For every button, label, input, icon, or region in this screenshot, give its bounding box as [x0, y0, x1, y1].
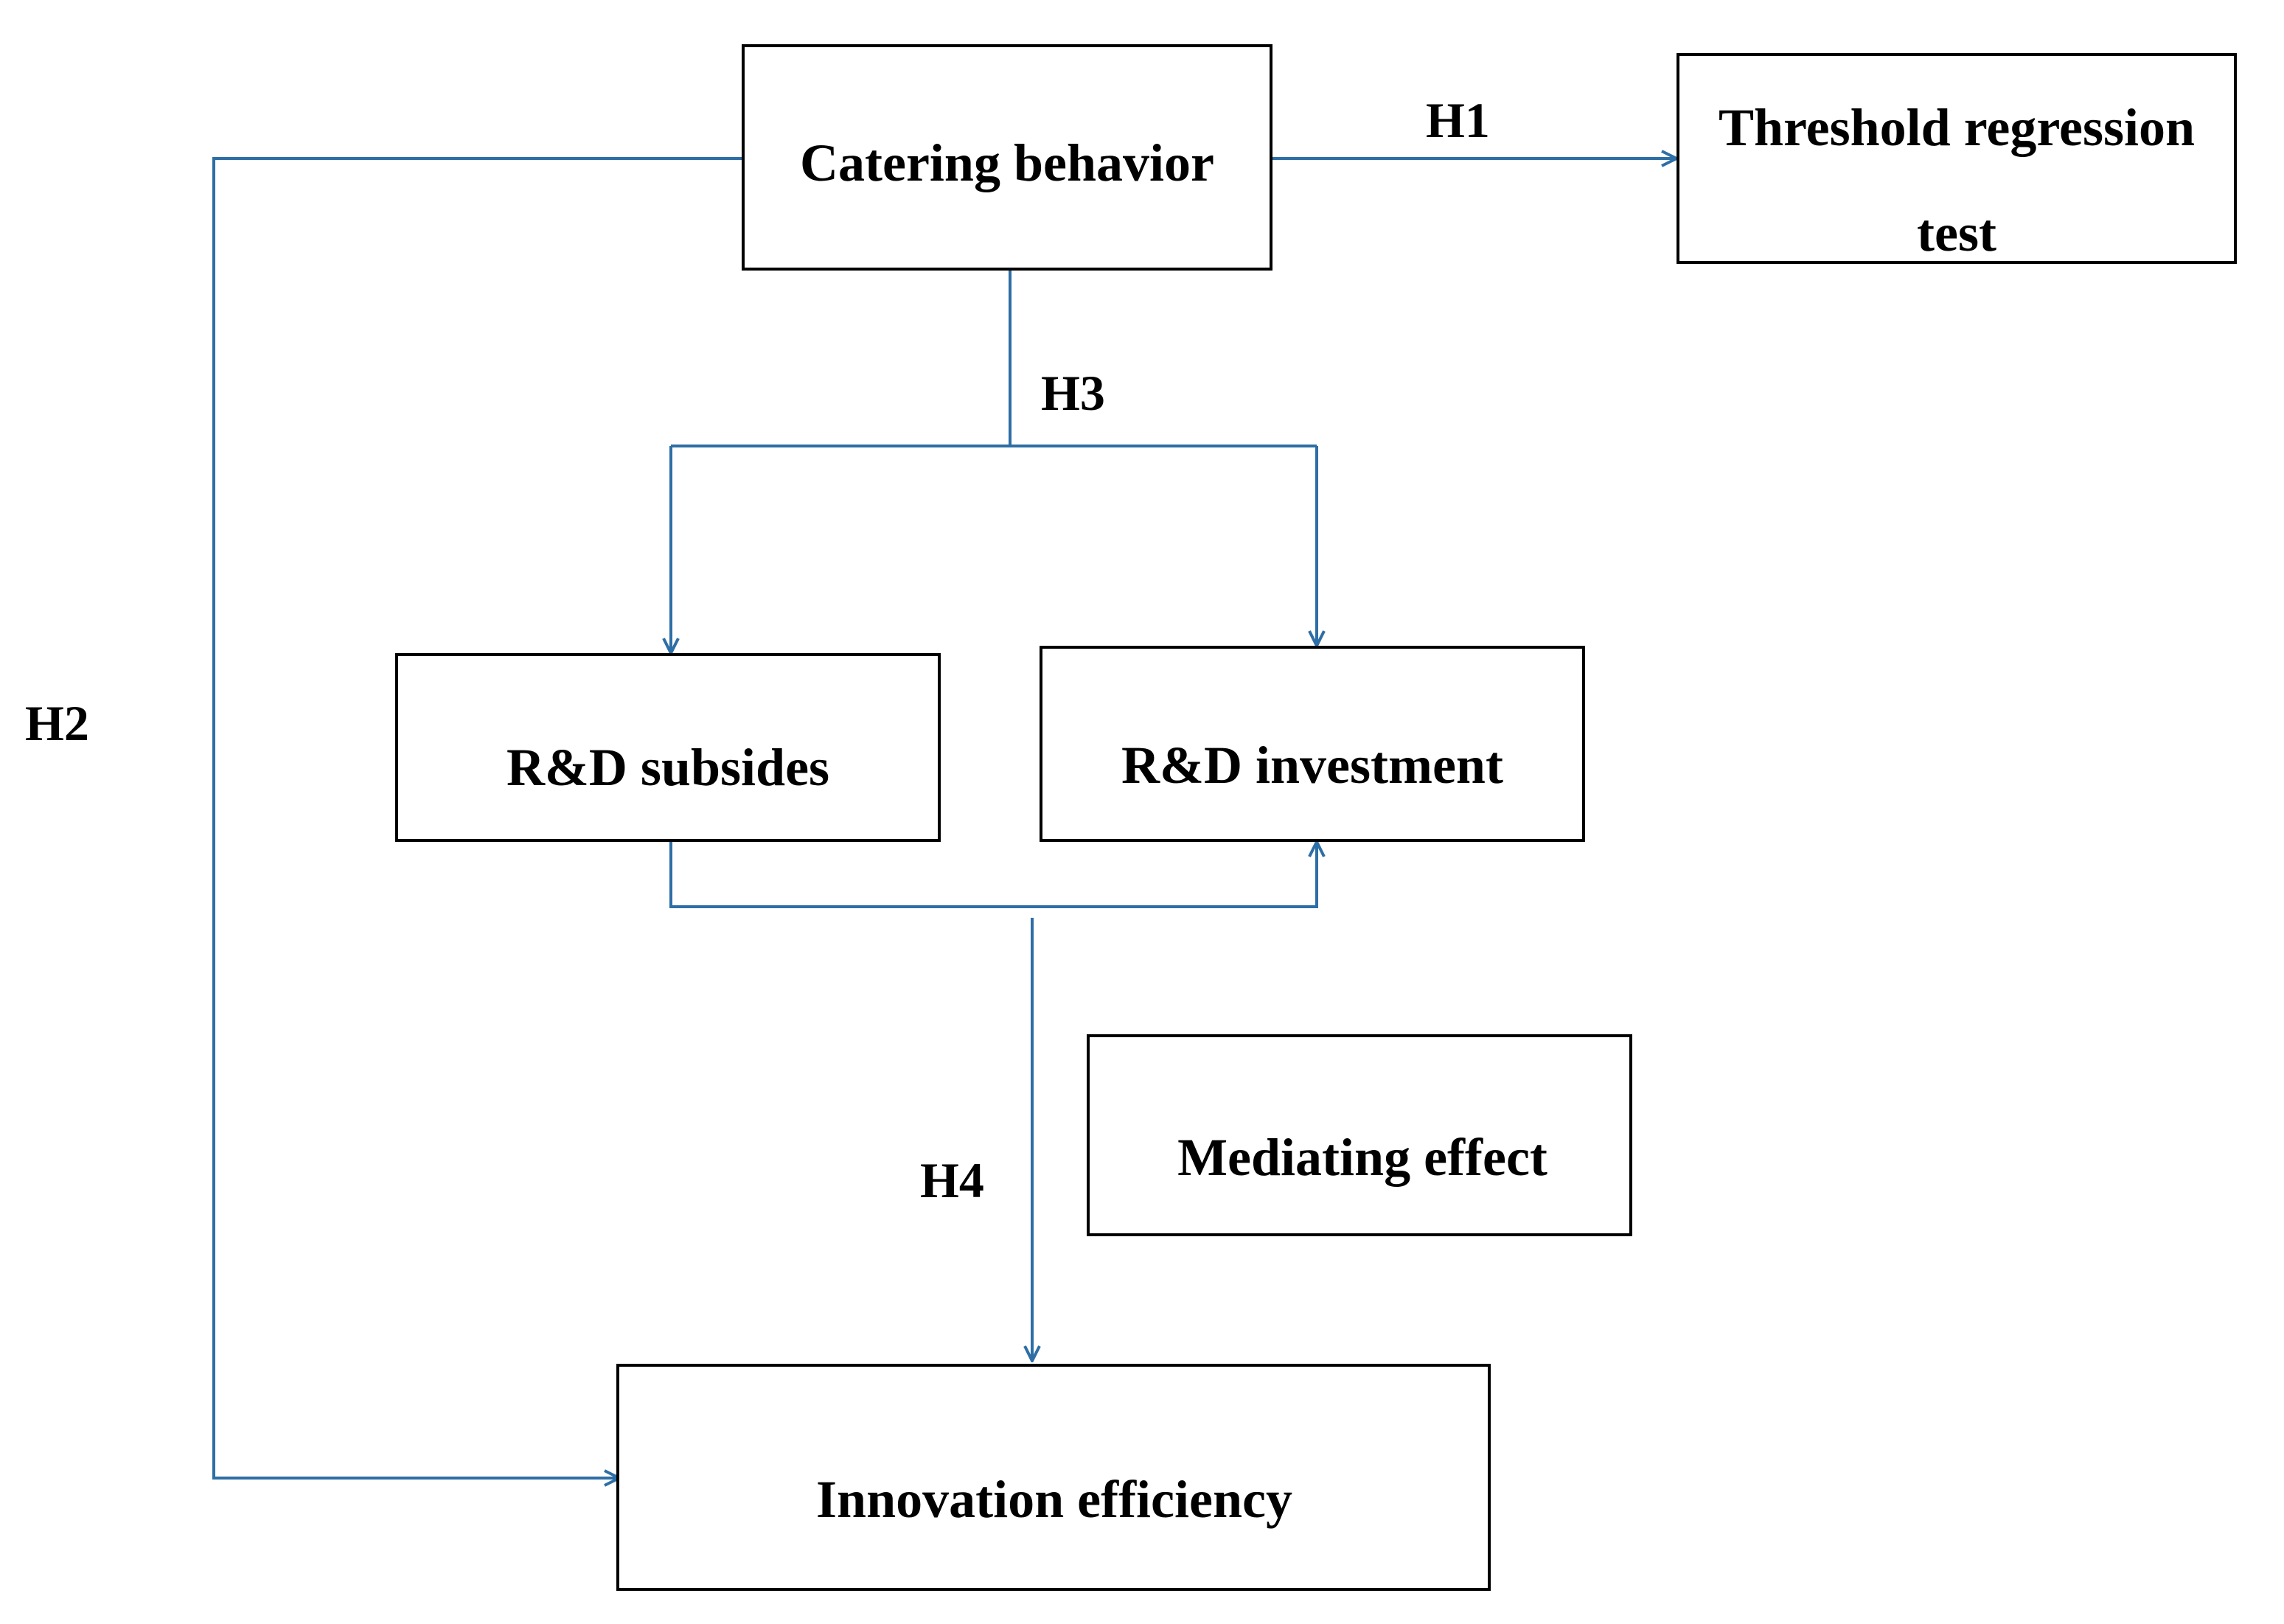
node-threshold-label-line2: test [1917, 203, 1996, 262]
label-h4: H4 [920, 1152, 984, 1208]
label-h3: H3 [1041, 365, 1105, 421]
node-rd-subsides: R&D subsides [395, 653, 941, 842]
label-h1: H1 [1426, 92, 1490, 148]
node-rd-subsides-label: R&D subsides [506, 738, 829, 797]
node-threshold-label-line1: Threshold regression [1719, 98, 2195, 157]
node-catering-label: Catering behavior [800, 133, 1214, 192]
node-rd-investment-label: R&D investment [1121, 736, 1503, 795]
label-h2: H2 [25, 695, 89, 751]
node-innovation-efficiency: Innovation efficiency [616, 1364, 1491, 1591]
arrow-h2 [212, 157, 743, 1478]
node-catering-behavior: Catering behavior [742, 44, 1272, 271]
node-threshold-regression: Threshold regression test [1677, 53, 2237, 264]
node-mediating-label: Mediating effect [1177, 1128, 1547, 1187]
arrow-subsides-investment [669, 840, 1317, 908]
node-innovation-label: Innovation efficiency [816, 1470, 1292, 1529]
node-mediating-effect: Mediating effect [1087, 1034, 1632, 1236]
node-rd-investment: R&D investment [1040, 646, 1585, 842]
connectors [212, 157, 1677, 1478]
